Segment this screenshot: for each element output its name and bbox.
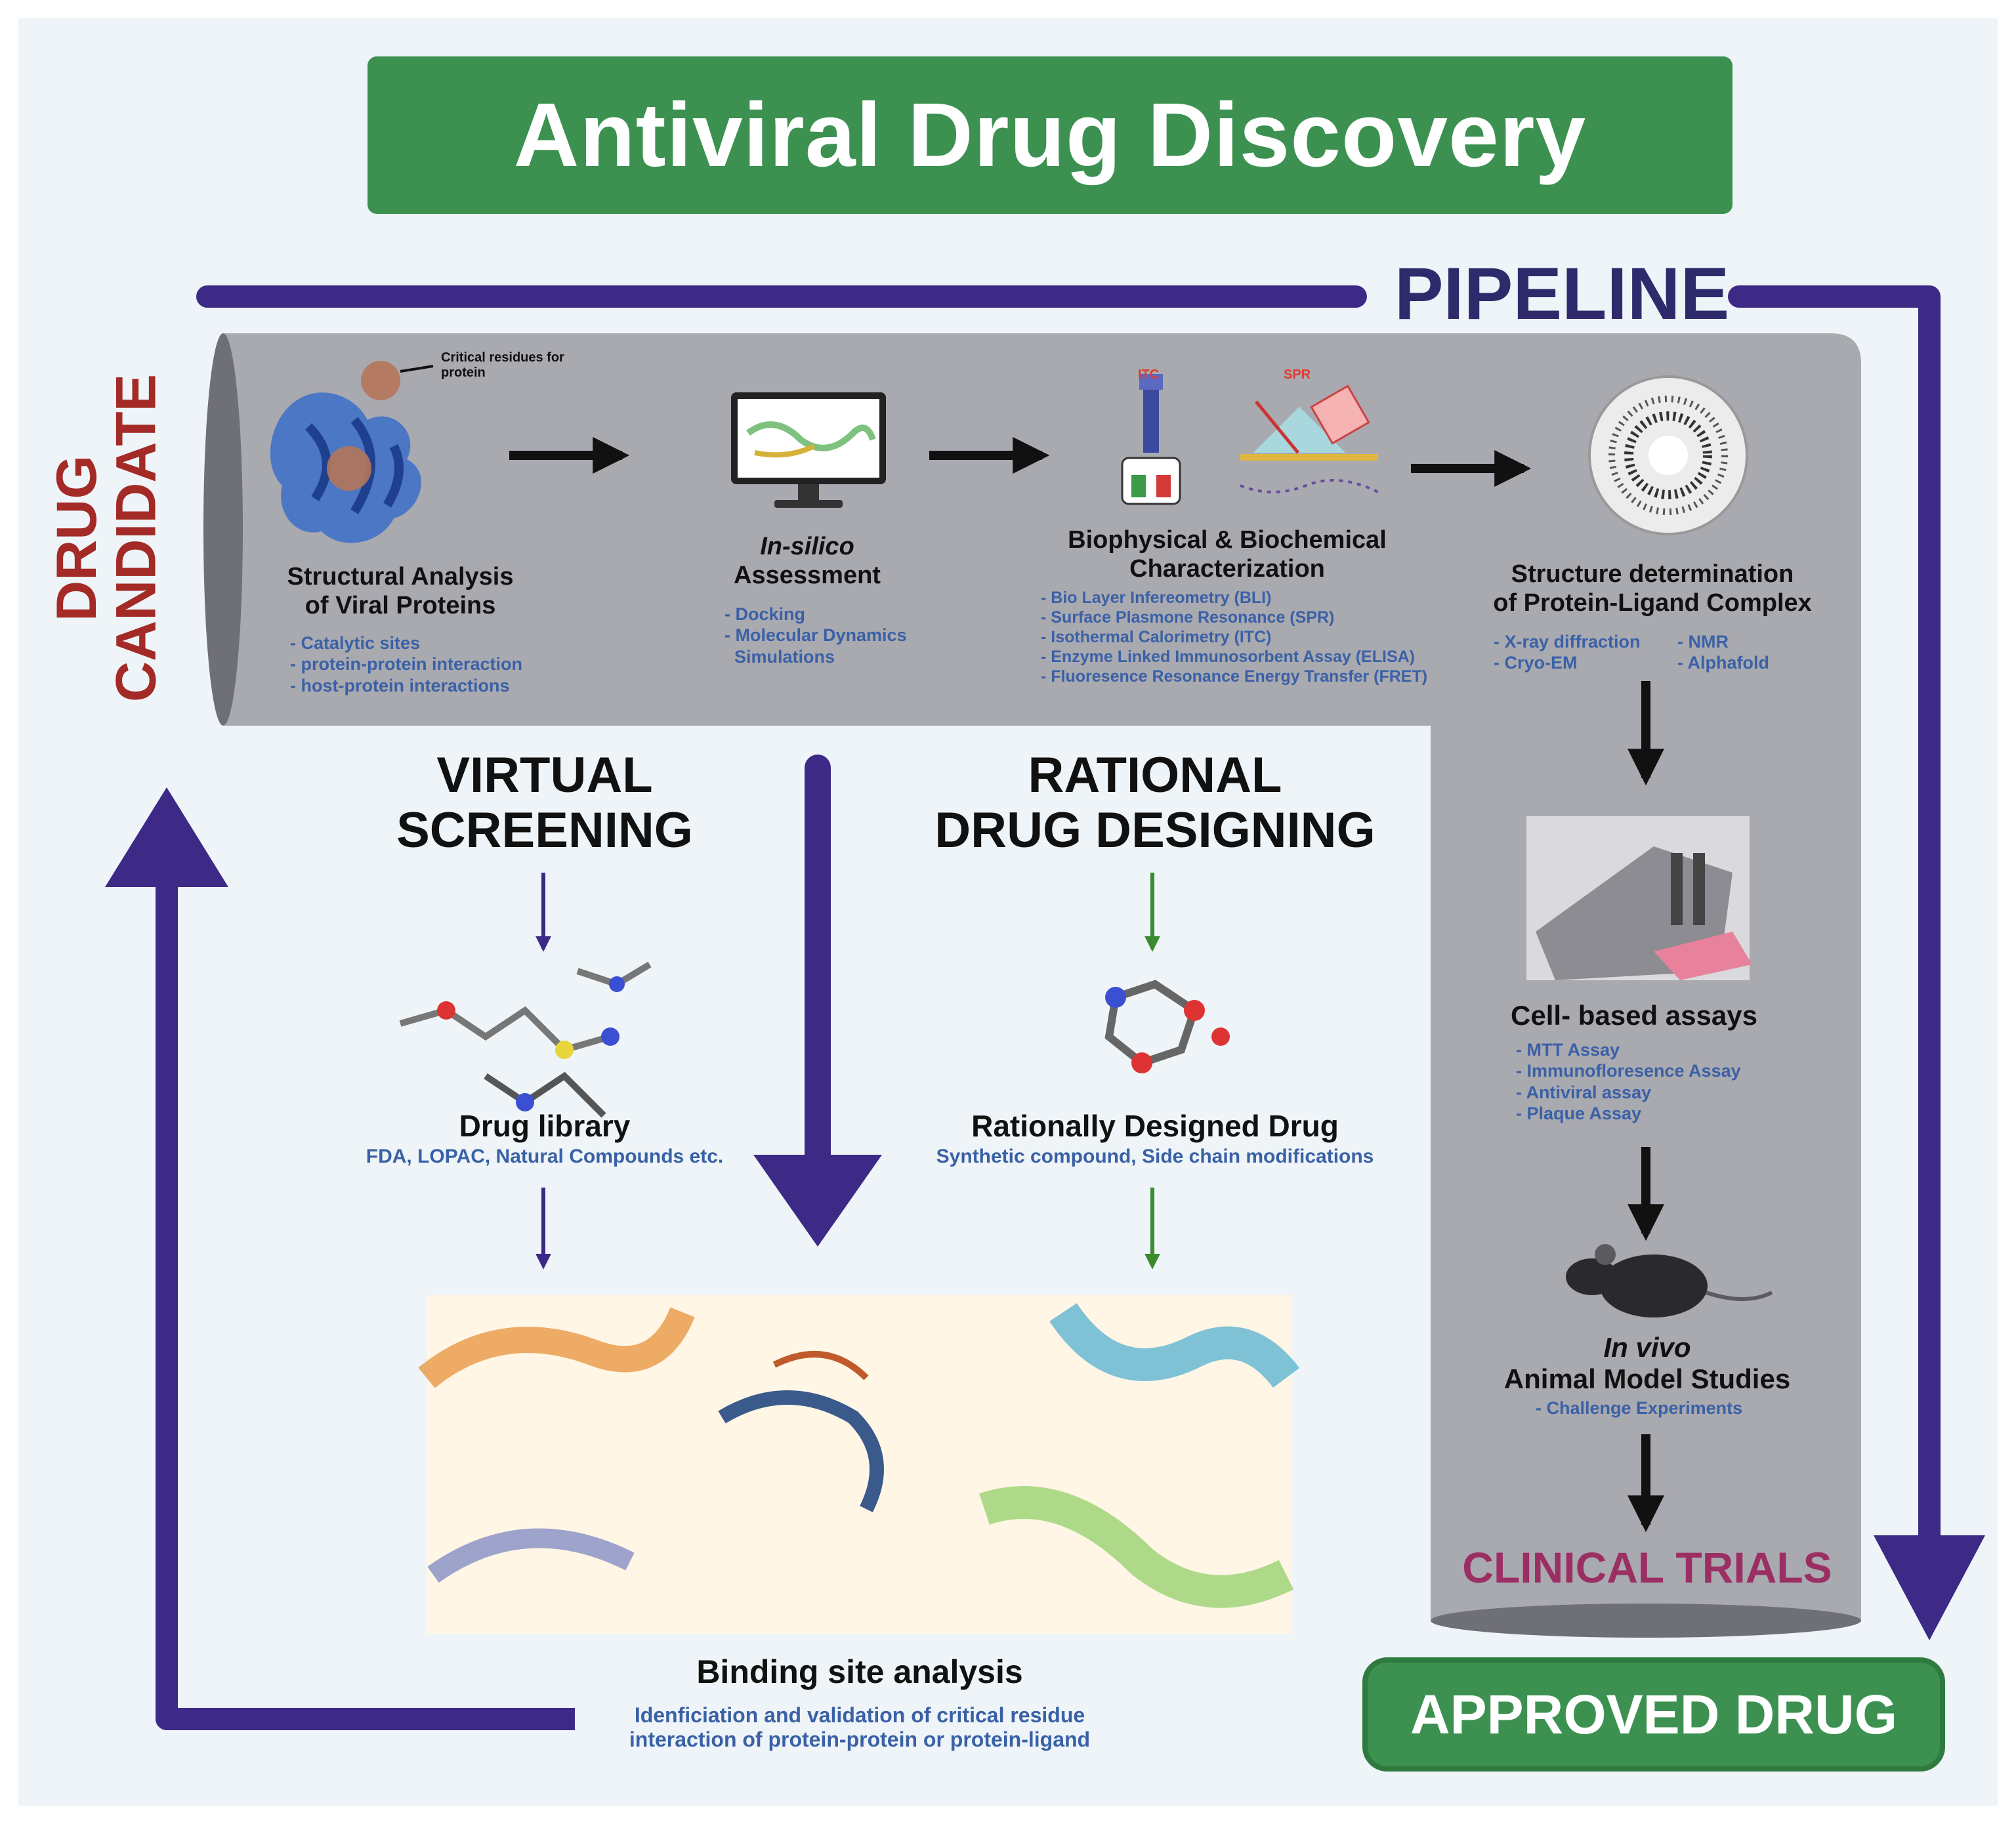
diffraction-illustration	[1588, 375, 1748, 535]
stage-2-title: In-silico Assessment	[734, 533, 881, 589]
cell-assay-illustration	[1526, 816, 1752, 980]
mouse-illustration	[1566, 1244, 1773, 1317]
pipeline-tube	[223, 333, 1861, 1621]
binding-site-image	[418, 1295, 1299, 1634]
stage-2-bullets: - Docking - Molecular Dynamics Simulatio…	[724, 604, 907, 667]
rational-drug-title: Rationally Designed Drug	[971, 1109, 1339, 1143]
pipeline-right-line	[1728, 285, 1941, 1573]
page-title: Antiviral Drug Discovery	[513, 84, 1587, 186]
center-arrowhead	[753, 1155, 882, 1247]
drug-library-molecules	[399, 961, 652, 1118]
stage-3-title: Biophysical & Biochemical Characterizati…	[1068, 526, 1387, 583]
pipeline-right-arrowhead	[1874, 1535, 1985, 1640]
tube-left-end	[203, 333, 243, 726]
in-vivo-bullets: - Challenge Experiments	[1536, 1398, 1743, 1418]
protein-illustration	[270, 361, 434, 543]
stage-4-bullets-left: - X-ray diffraction - Cryo-EM	[1494, 632, 1641, 673]
spr-label: SPR	[1284, 367, 1311, 382]
binding-site-sub: Idenficiation and validation of critical…	[629, 1703, 1091, 1751]
drug-library-sub: FDA, LOPAC, Natural Compounds etc.	[366, 1146, 724, 1167]
drug-library-title: Drug library	[459, 1109, 631, 1143]
stage-1-bullets: - Catalytic sites - protein-protein inte…	[290, 633, 522, 695]
spr-illustration	[1240, 384, 1379, 493]
approved-box	[1362, 1657, 1945, 1772]
pipeline-label: PIPELINE	[1394, 253, 1730, 335]
return-line	[156, 866, 575, 1730]
rational-molecule	[1104, 980, 1230, 1073]
stage-4-bullets-right: - NMR - Alphafold	[1677, 632, 1769, 673]
clinical-trials-label: CLINICAL TRIALS	[1462, 1543, 1832, 1592]
virtual-screening-heading: VIRTUAL SCREENING	[396, 747, 693, 858]
binding-site-title: Binding site analysis	[696, 1653, 1023, 1690]
return-arrowhead	[105, 787, 228, 887]
monitor-illustration	[731, 392, 886, 508]
itc-label: ITC	[1138, 367, 1160, 382]
tube-bottom-end	[1431, 1604, 1861, 1638]
itc-illustration	[1121, 374, 1181, 505]
approved-drug-label: APPROVED DRUG	[1410, 1683, 1898, 1745]
stage-1-title: Structural Analysis of Viral Proteins	[287, 563, 514, 619]
drug-candidate-label: DRUG CANDIDATE	[45, 373, 168, 703]
rational-design-heading: RATIONAL DRUG DESIGNING	[934, 747, 1376, 858]
in-vivo-title: In vivo Animal Model Studies	[1503, 1332, 1791, 1395]
stage-4-title: Structure determination of Protein-Ligan…	[1493, 560, 1812, 617]
stage-3-bullets: - Bio Layer Infereometry (BLI) - Surface…	[1041, 589, 1428, 686]
cell-assays-bullets: - MTT Assay - Immunofloresence Assay - A…	[1516, 1040, 1741, 1124]
critical-residues-callout: Critical residues for protein	[441, 350, 564, 380]
cell-assays-title: Cell- based assays	[1511, 1000, 1757, 1031]
title-box	[368, 56, 1732, 214]
rational-drug-sub: Synthetic compound, Side chain modificat…	[936, 1146, 1374, 1167]
